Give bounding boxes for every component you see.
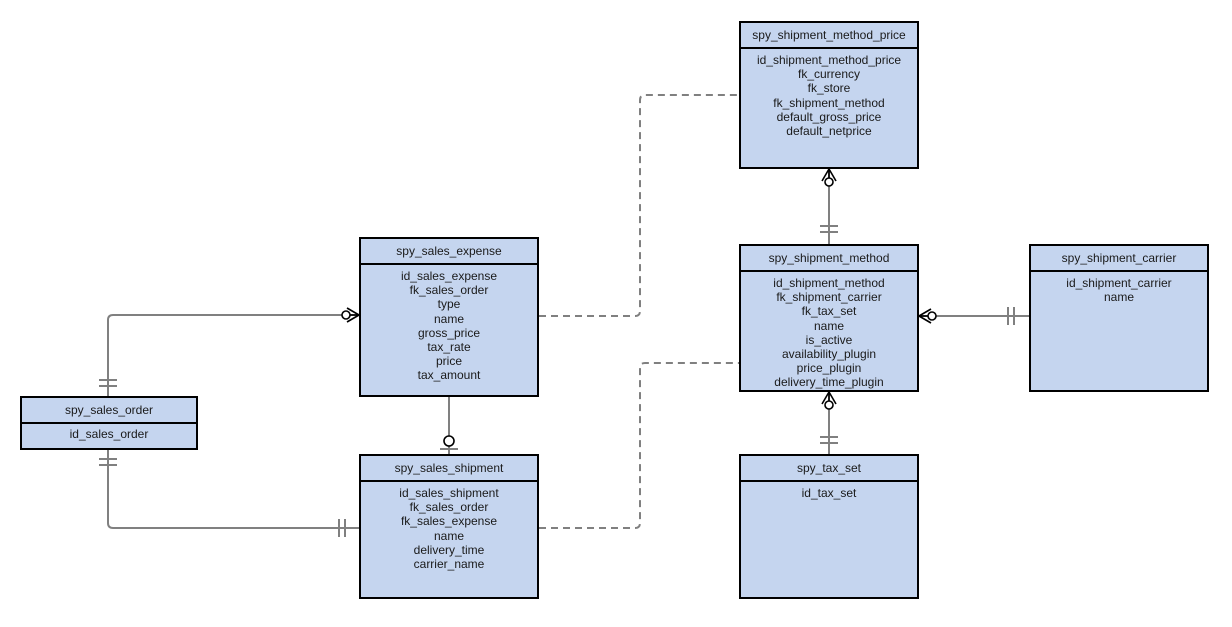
entity-field: type bbox=[437, 297, 461, 312]
connector-price-to-method bbox=[820, 168, 838, 244]
connector-method-to-carrier bbox=[918, 307, 1029, 325]
entity-field: id_shipment_method_price bbox=[756, 53, 902, 67]
entity-title: spy_shipment_carrier bbox=[1031, 246, 1207, 272]
entity-spy-shipment-method-price[interactable]: spy_shipment_method_price id_shipment_me… bbox=[739, 21, 919, 169]
entity-field: name bbox=[433, 311, 465, 326]
entity-field: fk_sales_order bbox=[409, 283, 489, 298]
entity-field: is_active bbox=[805, 332, 853, 347]
entity-field: fk_sales_expense bbox=[400, 514, 498, 529]
entity-field: id_sales_order bbox=[69, 427, 149, 441]
entity-field-list: id_shipment_method fk_shipment_carrier f… bbox=[741, 272, 917, 390]
entity-spy-tax-set[interactable]: spy_tax_set id_tax_set bbox=[739, 454, 919, 599]
entity-field-list: id_sales_expense fk_sales_order type nam… bbox=[361, 265, 537, 383]
entity-field: price_plugin bbox=[796, 361, 862, 376]
connector-order-to-shipment bbox=[99, 450, 359, 537]
entity-title: spy_sales_order bbox=[22, 398, 196, 424]
entity-field: id_shipment_carrier bbox=[1066, 276, 1172, 290]
entity-field: delivery_time bbox=[413, 542, 485, 557]
entity-title: spy_tax_set bbox=[741, 456, 917, 482]
entity-field: default_netprice bbox=[786, 124, 872, 139]
entity-spy-sales-expense[interactable]: spy_sales_expense id_sales_expense fk_sa… bbox=[359, 237, 539, 397]
connector-order-to-expense bbox=[99, 307, 360, 396]
entity-field: id_sales_expense bbox=[400, 269, 498, 283]
connector-expense-to-price-dashed bbox=[539, 94, 739, 317]
entity-field: gross_price bbox=[417, 325, 481, 340]
entity-field-list: id_tax_set bbox=[741, 482, 917, 500]
entity-field-list: id_sales_order bbox=[22, 424, 196, 441]
entity-field-list: id_sales_shipment fk_sales_order fk_sale… bbox=[361, 482, 537, 571]
entity-field: tax_rate bbox=[427, 340, 471, 355]
entity-title: spy_sales_shipment bbox=[361, 456, 537, 482]
entity-field: price bbox=[435, 354, 462, 369]
entity-spy-shipment-carrier[interactable]: spy_shipment_carrier id_shipment_carrier… bbox=[1029, 244, 1209, 392]
entity-spy-shipment-method[interactable]: spy_shipment_method id_shipment_method f… bbox=[739, 244, 919, 392]
entity-title: spy_shipment_method bbox=[741, 246, 917, 272]
connector-expense-to-shipment bbox=[440, 397, 458, 454]
entity-field: default_gross_price bbox=[776, 109, 882, 124]
entity-title: spy_shipment_method_price bbox=[741, 23, 917, 49]
entity-field: fk_shipment_method bbox=[773, 95, 885, 110]
connector-method-to-taxset bbox=[820, 391, 838, 454]
entity-field-list: id_shipment_carrier name bbox=[1031, 272, 1207, 304]
entity-field: availability_plugin bbox=[781, 347, 877, 362]
entity-field: id_shipment_method bbox=[773, 276, 885, 290]
entity-field: name bbox=[813, 318, 845, 333]
entity-field: fk_tax_set bbox=[801, 304, 857, 319]
entity-field: name bbox=[1103, 290, 1135, 305]
entity-spy-sales-order[interactable]: spy_sales_order id_sales_order bbox=[20, 396, 198, 450]
entity-title: spy_sales_expense bbox=[361, 239, 537, 265]
entity-field: name bbox=[433, 528, 465, 543]
entity-field: id_tax_set bbox=[801, 486, 857, 500]
entity-field: fk_store bbox=[807, 81, 851, 96]
entity-field: id_sales_shipment bbox=[399, 486, 499, 500]
entity-field: fk_sales_order bbox=[409, 500, 489, 515]
entity-field: delivery_time_plugin bbox=[774, 375, 884, 390]
entity-field-list: id_shipment_method_price fk_currency fk_… bbox=[741, 49, 917, 138]
entity-field: tax_amount bbox=[417, 368, 481, 383]
entity-field: fk_currency bbox=[797, 67, 861, 82]
entity-field: carrier_name bbox=[413, 557, 485, 572]
connector-shipment-to-method-dashed bbox=[539, 362, 739, 529]
entity-spy-sales-shipment[interactable]: spy_sales_shipment id_sales_shipment fk_… bbox=[359, 454, 539, 599]
entity-field: fk_shipment_carrier bbox=[776, 290, 882, 305]
